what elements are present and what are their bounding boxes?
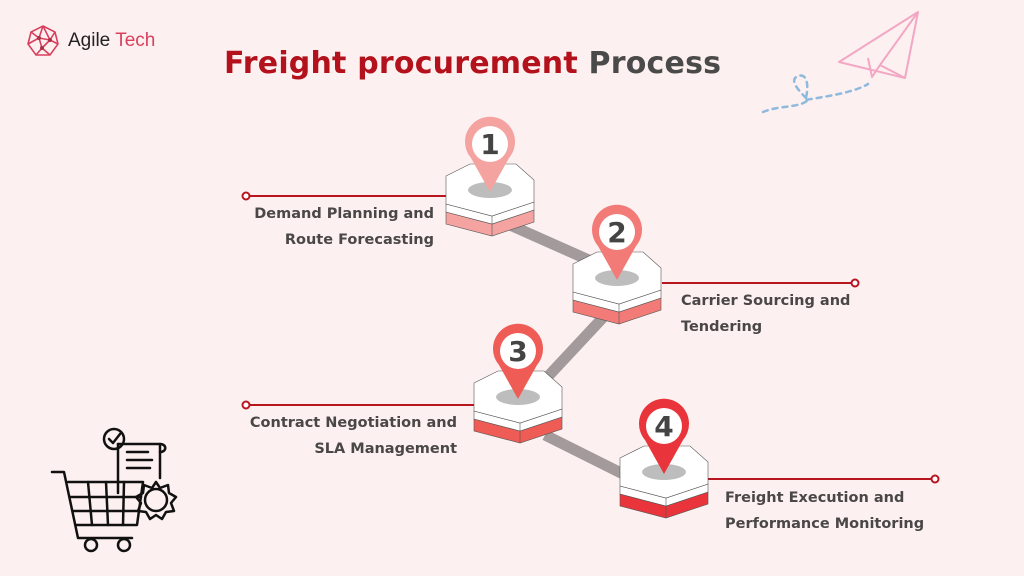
title-part2: Process [588,46,722,81]
network-globe-icon [27,25,59,56]
step-2-platform: 2 [572,204,662,325]
step-2-label-line1: Carrier Sourcing and [681,293,851,309]
page-title: Freight procurement Process [224,46,721,81]
brand-logo: Agile Tech [26,24,155,58]
step-3-label-line2: SLA Management [314,441,457,457]
step-4-label-line1: Freight Execution and [725,490,905,506]
title-part1: Freight procurement [224,46,578,81]
leader-dot-4 [930,474,940,484]
dashed-flight-path [761,74,870,114]
step-3-label: Contract Negotiation and SLA Management [230,410,457,462]
step-1-label: Demand Planning and Route Forecasting [236,201,434,253]
leader-dot-3 [241,400,251,410]
brand-name-part2: Tech [115,30,156,51]
brand-name-part1: Agile [68,30,111,51]
step-2-label-line2: Tendering [681,319,763,335]
step-3-platform: 3 [473,323,563,444]
step-1-label-line1: Demand Planning and [254,206,434,222]
step-4-number: 4 [654,410,673,443]
step-3-number: 3 [508,335,527,368]
steps-layer: 1 2 3 4 [445,116,709,519]
step-4-label: Freight Execution and Performance Monito… [725,485,924,537]
leader-lines [241,191,940,484]
step-4-platform: 4 [619,398,709,519]
brand-name: Agile Tech [68,30,155,52]
leader-dot-1 [241,191,251,201]
pin-inner-circle [472,126,508,162]
paper-plane-icon [838,11,919,79]
step-1-label-line2: Route Forecasting [284,232,434,248]
leader-dot-2 [850,278,860,288]
pin-inner-circle [500,333,536,369]
step-1-number: 1 [480,128,499,161]
step-2-label: Carrier Sourcing and Tendering [681,288,850,340]
step-3-label-line1: Contract Negotiation and [249,415,457,431]
pin-inner-circle [599,214,635,250]
step-1-platform: 1 [445,116,535,237]
step-4-label-line2: Performance Monitoring [725,516,925,532]
shopping-cart-checklist-gear-icon [50,427,178,553]
pin-inner-circle [646,408,682,444]
step-2-number: 2 [607,216,626,249]
